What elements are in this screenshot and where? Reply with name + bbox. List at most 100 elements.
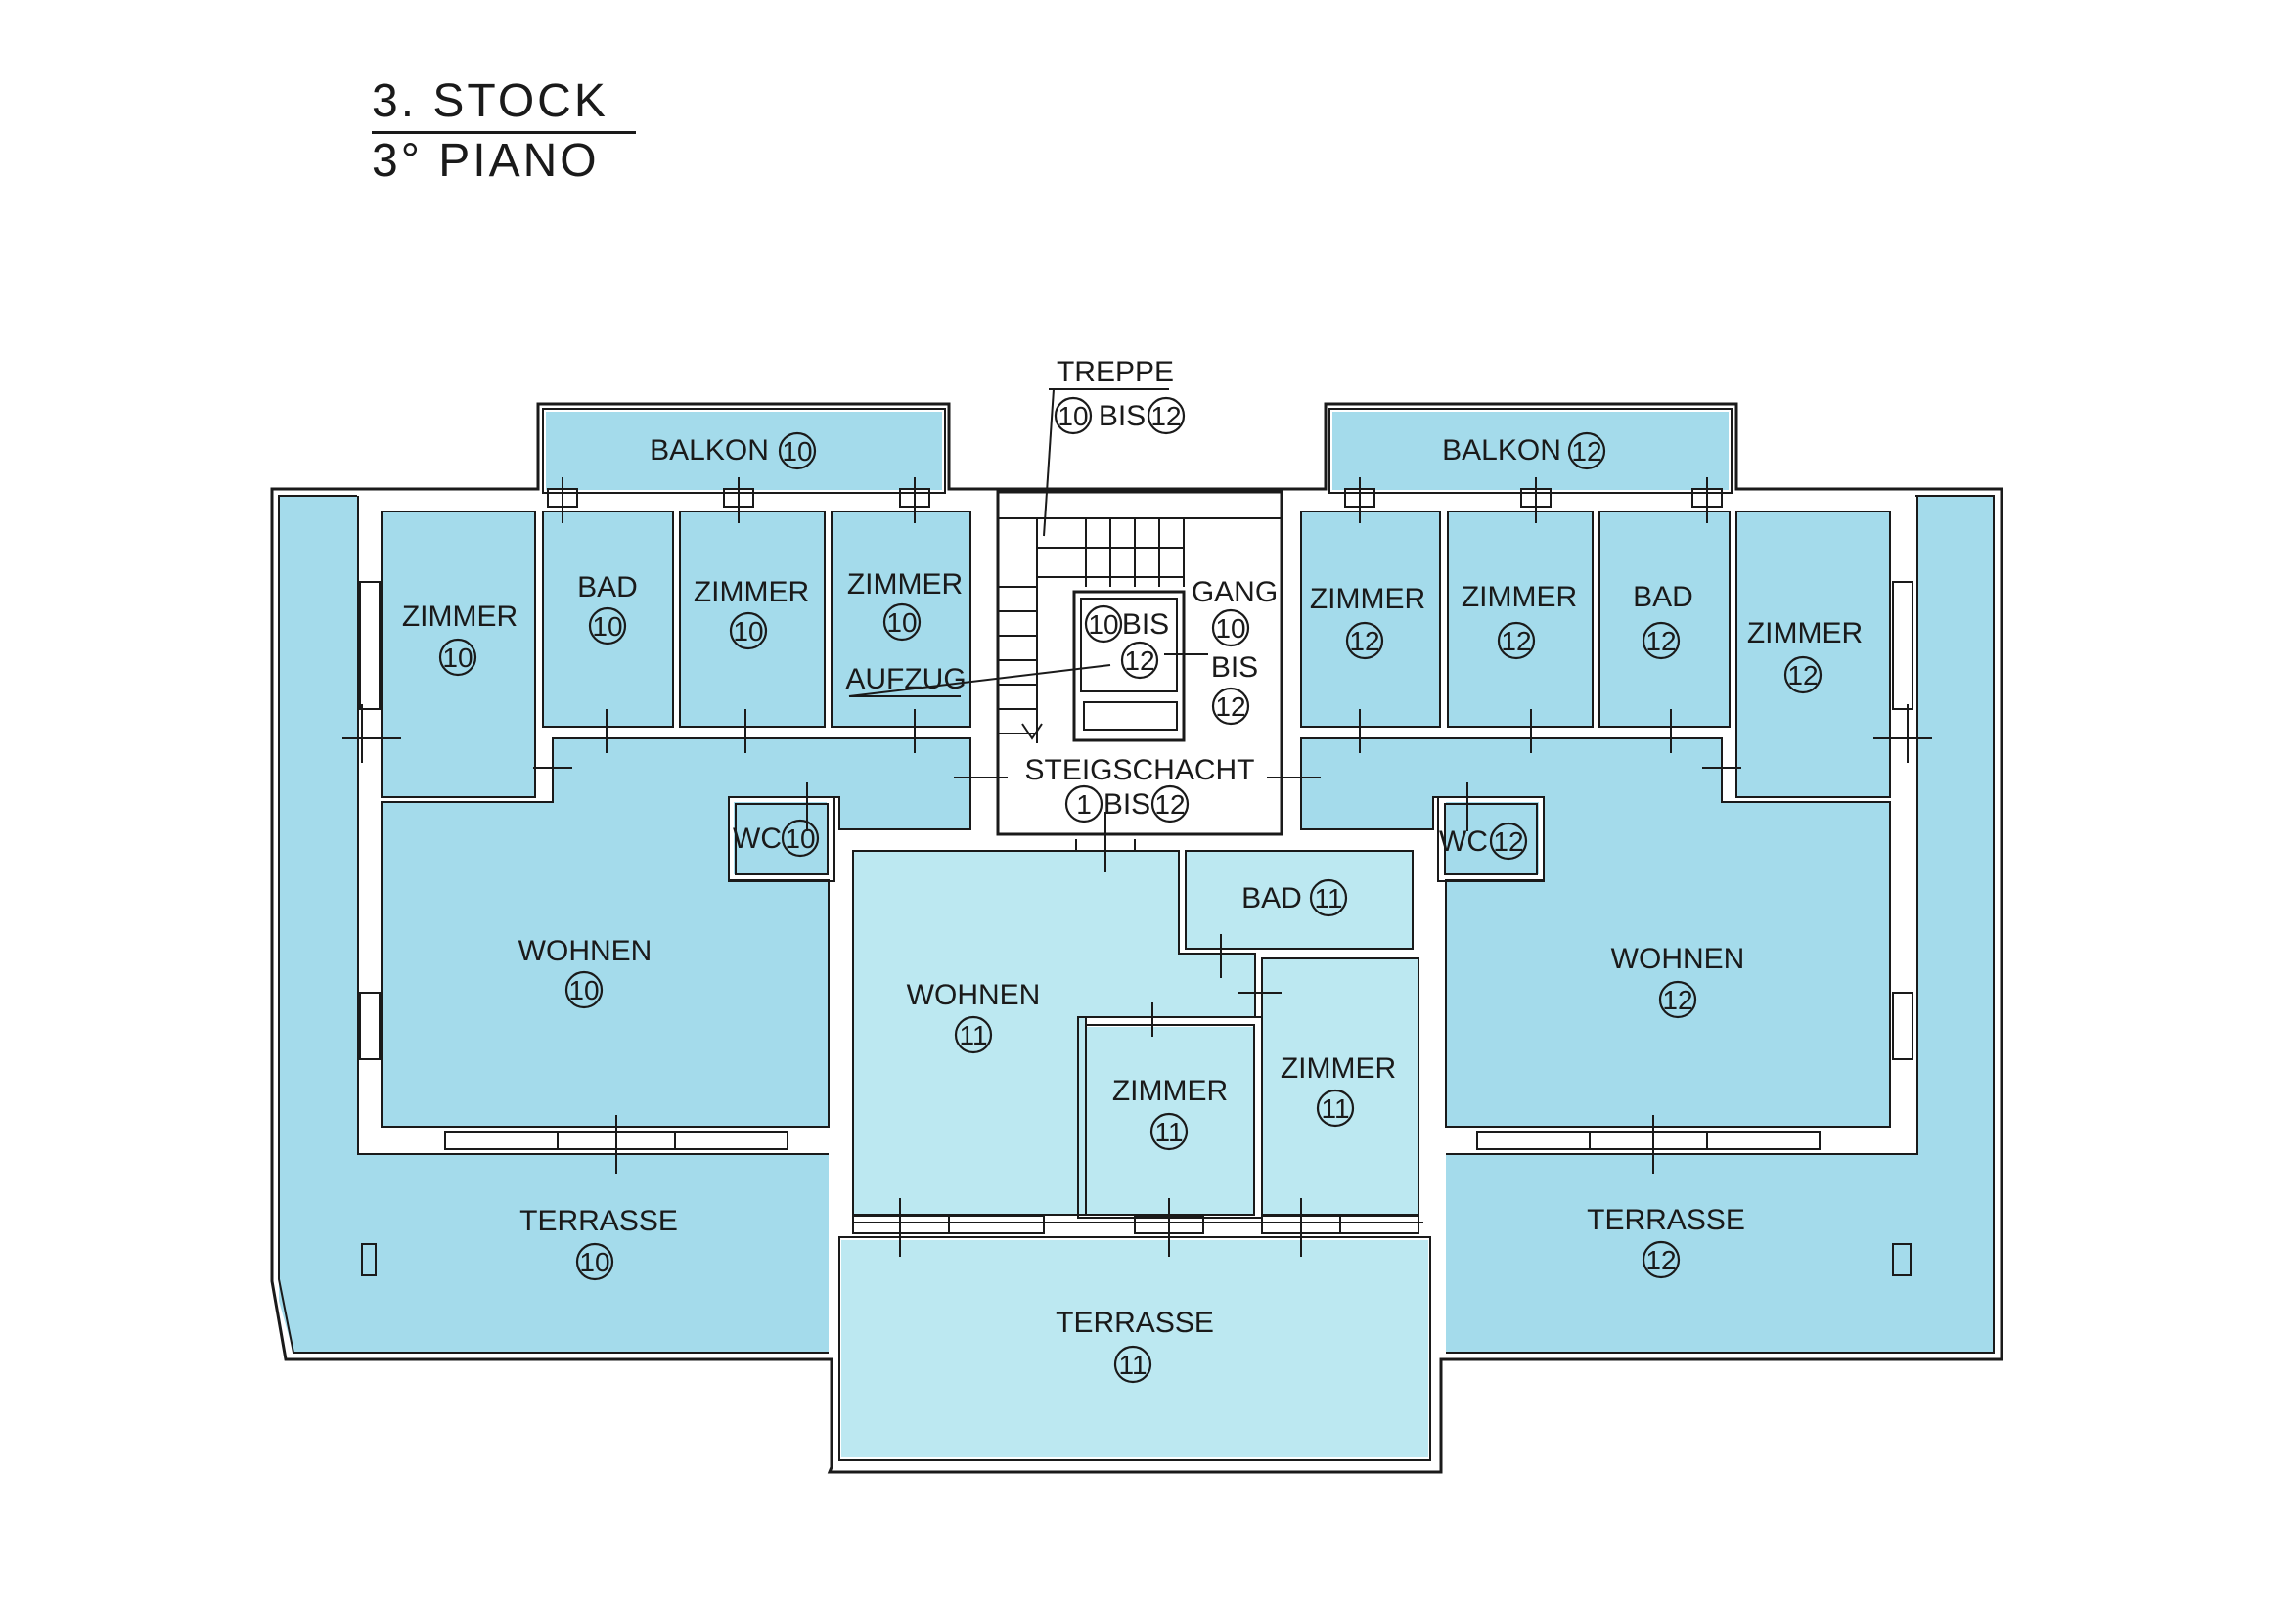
wohnen-10-label: WOHNEN [518,935,653,967]
wohnen-11-num: 11 [959,1020,987,1050]
bad-12-label: BAD [1633,581,1693,613]
aufzug-to: 12 [1124,645,1154,676]
terrasse-10-post [361,1243,377,1276]
zimmer-12b-area [1448,511,1593,727]
bad-11-num: 11 [1314,883,1342,913]
zimmer-10c-label: ZIMMER [847,568,963,600]
balkon-12-num: 12 [1571,436,1601,467]
outline-zimmer-10c [831,511,971,728]
treppe-label: TREPPE [1057,356,1174,388]
gang-label: GANG [1192,576,1278,608]
zimmer-11a-area [1086,1027,1254,1215]
terrasse-12-label: TERRASSE [1587,1204,1745,1236]
aufzug-label: AUFZUG [845,663,966,695]
wohnen-11-area [853,851,1255,1215]
elevator-vent [1083,701,1178,731]
plan-title: 3. STOCK 3° PIANO [372,76,636,187]
bad-10-label: BAD [577,571,638,603]
balkon-12-label: BALKON [1442,434,1561,467]
outline-zimmer-10b [679,511,826,728]
outline-wc-12-inner [1444,803,1538,875]
outer-wall-right-inner [1446,495,1995,1354]
bad-12-area [1599,511,1730,727]
labels: TREPPE 10 BIS 12 10 BIS 12 AUFZUG GANG 1… [402,356,1863,1384]
terrasse-12-area [1446,496,1994,1353]
outline-wc-10-inner [735,803,829,875]
zimmer-12a-num: 12 [1349,626,1379,656]
wc-10-num: 10 [785,823,815,854]
gang-bis: BIS [1211,651,1258,684]
outline-terrasse-11 [838,1236,1431,1461]
room-fills [279,412,1994,1457]
bad-10-num: 10 [592,611,622,642]
zimmer-12b-label: ZIMMER [1462,581,1577,613]
balkon-12-area [1332,412,1729,490]
terrasse-12-post [1892,1243,1912,1276]
wohnen-12-label: WOHNEN [1611,943,1745,975]
wohnen-10-area [382,738,970,1127]
window-right-2 [1892,992,1913,1060]
zimmer-12c-num: 12 [1787,660,1818,690]
zimmer-11a-label: ZIMMER [1112,1075,1228,1107]
aufzug-leader [848,664,1111,697]
zimmer-12c-label: ZIMMER [1747,617,1863,649]
outer-wall-left [270,487,2003,1474]
balkon-12-frame [1328,408,1733,494]
outline-bad-10 [542,511,674,728]
terrasse-10-num: 10 [579,1247,609,1277]
outline-zimmer-12c [1735,511,1891,798]
wohnen-11-label: WOHNEN [907,979,1041,1011]
terrasse-10-label: TERRASSE [519,1205,678,1237]
zimmer-11b-label: ZIMMER [1281,1052,1396,1085]
outline-wohnen-10 [381,737,971,1128]
window-right-1 [1892,581,1913,710]
zimmer-10b-label: ZIMMER [694,576,809,608]
wohnen-12-area [1301,738,1890,1127]
wall-unit12-inner [1446,496,1918,1155]
wohnen-12-num: 12 [1662,985,1692,1015]
window-left-1 [359,581,381,710]
steigschacht-from: 1 [1076,789,1092,820]
outline-zimmer-12a [1300,511,1441,728]
zimmer-12c-area [1736,511,1890,797]
treppe-bis: BIS [1099,400,1146,432]
zimmer-12a-area [1301,511,1440,727]
zimmer-12b-num: 12 [1501,626,1531,656]
zimmer-10a-label: ZIMMER [402,600,518,633]
outline-wc-12 [1437,796,1545,882]
gang-to: 12 [1215,691,1245,722]
zimmer-11b-num: 11 [1321,1093,1349,1124]
balkon-10-area [546,412,942,490]
wc-12-area [1446,802,1539,874]
wc-10-label: WC [733,823,782,855]
terrasse-12-num: 12 [1645,1245,1676,1275]
treppe-to: 12 [1150,401,1181,431]
zimmer-11a-num: 11 [1154,1117,1183,1147]
outline-bad-12 [1598,511,1731,728]
stair-treads [997,518,1185,743]
walls [270,388,2003,1474]
bad-10-area [543,511,673,727]
zimmer-12a-label: ZIMMER [1310,583,1425,615]
steigschacht-bis: BIS [1103,788,1150,821]
terrasse-11-label: TERRASSE [1056,1307,1214,1339]
zimmer-10b-num: 10 [733,616,763,646]
outline-bad-11 [1185,850,1414,950]
outline-wc-10 [728,796,835,882]
zimmer-10c-num: 10 [886,607,917,638]
title-rule [372,131,636,134]
top-wall [357,402,1915,491]
treppe-pointer [1043,388,1055,537]
bad-11-area [1186,851,1413,949]
zimmer-10a-area [382,511,535,797]
wc-12-label: WC [1439,825,1488,858]
zimmer-11b-area [1262,958,1418,1215]
wc-12-num: 12 [1493,826,1523,857]
door-marks [342,477,1932,1257]
aufzug-bis: BIS [1122,608,1169,641]
outer-wall-left-inner [278,495,829,1354]
steigschacht-label: STEIGSCHACHT [1024,754,1254,786]
balkon-10-label: BALKON [650,434,769,467]
terrasse-11-area [841,1240,1428,1457]
elevator-shaft [1072,590,1186,742]
